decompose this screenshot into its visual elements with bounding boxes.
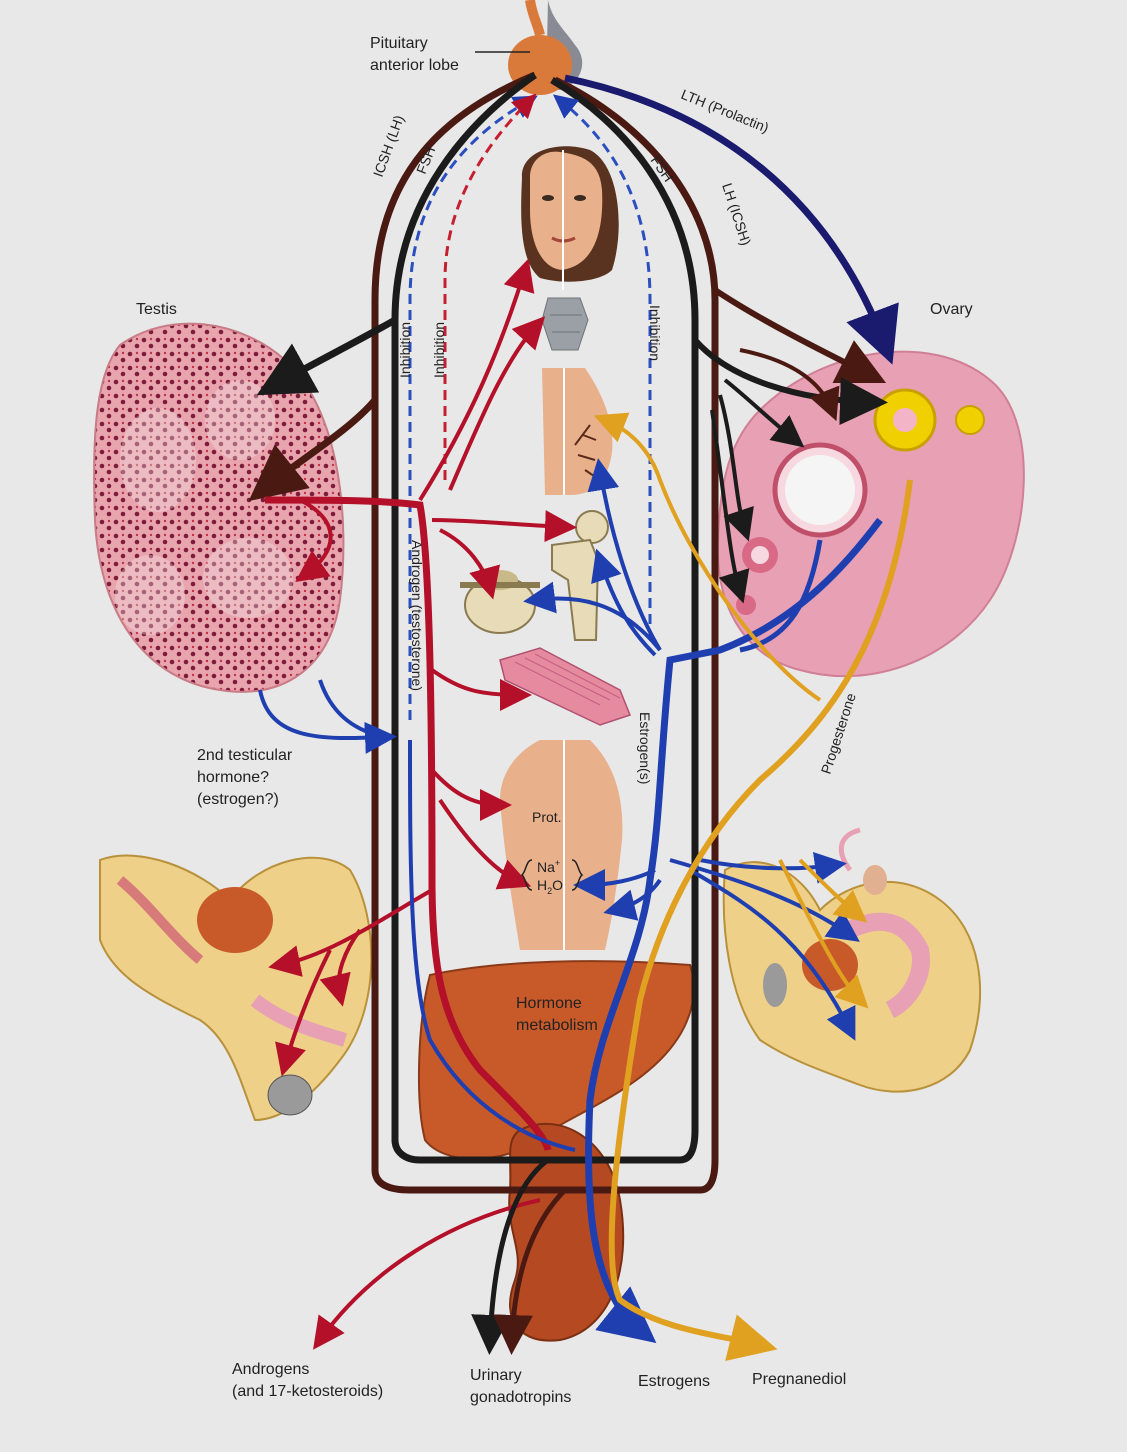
liver-label-line1: Hormone	[516, 995, 582, 1012]
output-pregnanediol: Pregnanediol	[752, 1371, 846, 1388]
male-pelvis-illustration	[100, 856, 371, 1120]
pituitary-label-line2: anterior lobe	[370, 57, 459, 74]
kidney-illustration	[509, 1124, 623, 1341]
androgen-to-femur-arrow	[432, 520, 565, 527]
androgen-label: Androgen (testosterone)	[409, 540, 425, 691]
androgen-to-face-arrow	[420, 270, 525, 500]
testis-illustration	[94, 324, 343, 692]
vertebra-illustration	[460, 570, 540, 633]
estrogens-label: Estrogen(s)	[637, 712, 653, 784]
inhibition-label-1: Inhibition	[397, 322, 413, 378]
lh-icsh-label: LH (ICSH)	[719, 181, 754, 247]
ovary-label: Ovary	[930, 301, 973, 318]
testis-label: Testis	[136, 301, 177, 318]
output-androgens-line1: Androgens	[232, 1361, 309, 1378]
progesterone-label: Progesterone	[818, 691, 859, 776]
face-illustration	[521, 146, 619, 290]
femur-illustration	[552, 511, 608, 640]
inhibition-label-3: Inhibition	[647, 305, 663, 361]
output-androgens-line2: (and 17-ketosteroids)	[232, 1383, 383, 1400]
liver-label-line2: metabolism	[516, 1017, 598, 1034]
lh-to-ovary-arrow	[715, 290, 870, 375]
fsh-left-label: FSH	[413, 144, 438, 176]
second-hormone-line2: hormone?	[197, 769, 269, 786]
inhibition-label-2: Inhibition	[431, 322, 447, 378]
lth-prolactin-label: LTH (Prolactin)	[679, 86, 771, 136]
second-hormone-line1: 2nd testicular	[197, 747, 293, 764]
prot-label: Prot.	[532, 809, 562, 825]
larynx-illustration	[542, 298, 588, 350]
pituitary-label-line1: Pituitary	[370, 35, 428, 52]
output-urinary-line2: gonadotropins	[470, 1389, 571, 1406]
torso-illustration	[500, 740, 622, 950]
muscle-illustration	[500, 648, 630, 725]
androgen-to-larynx-arrow	[450, 325, 537, 490]
icsh-lh-label: ICSH (LH)	[370, 113, 407, 179]
output-estrogens: Estrogens	[638, 1373, 710, 1390]
output-urinary-line1: Urinary	[470, 1367, 522, 1384]
second-hormone-line3: (estrogen?)	[197, 791, 279, 808]
estrogen-to-torso-arrow-2	[615, 880, 660, 910]
